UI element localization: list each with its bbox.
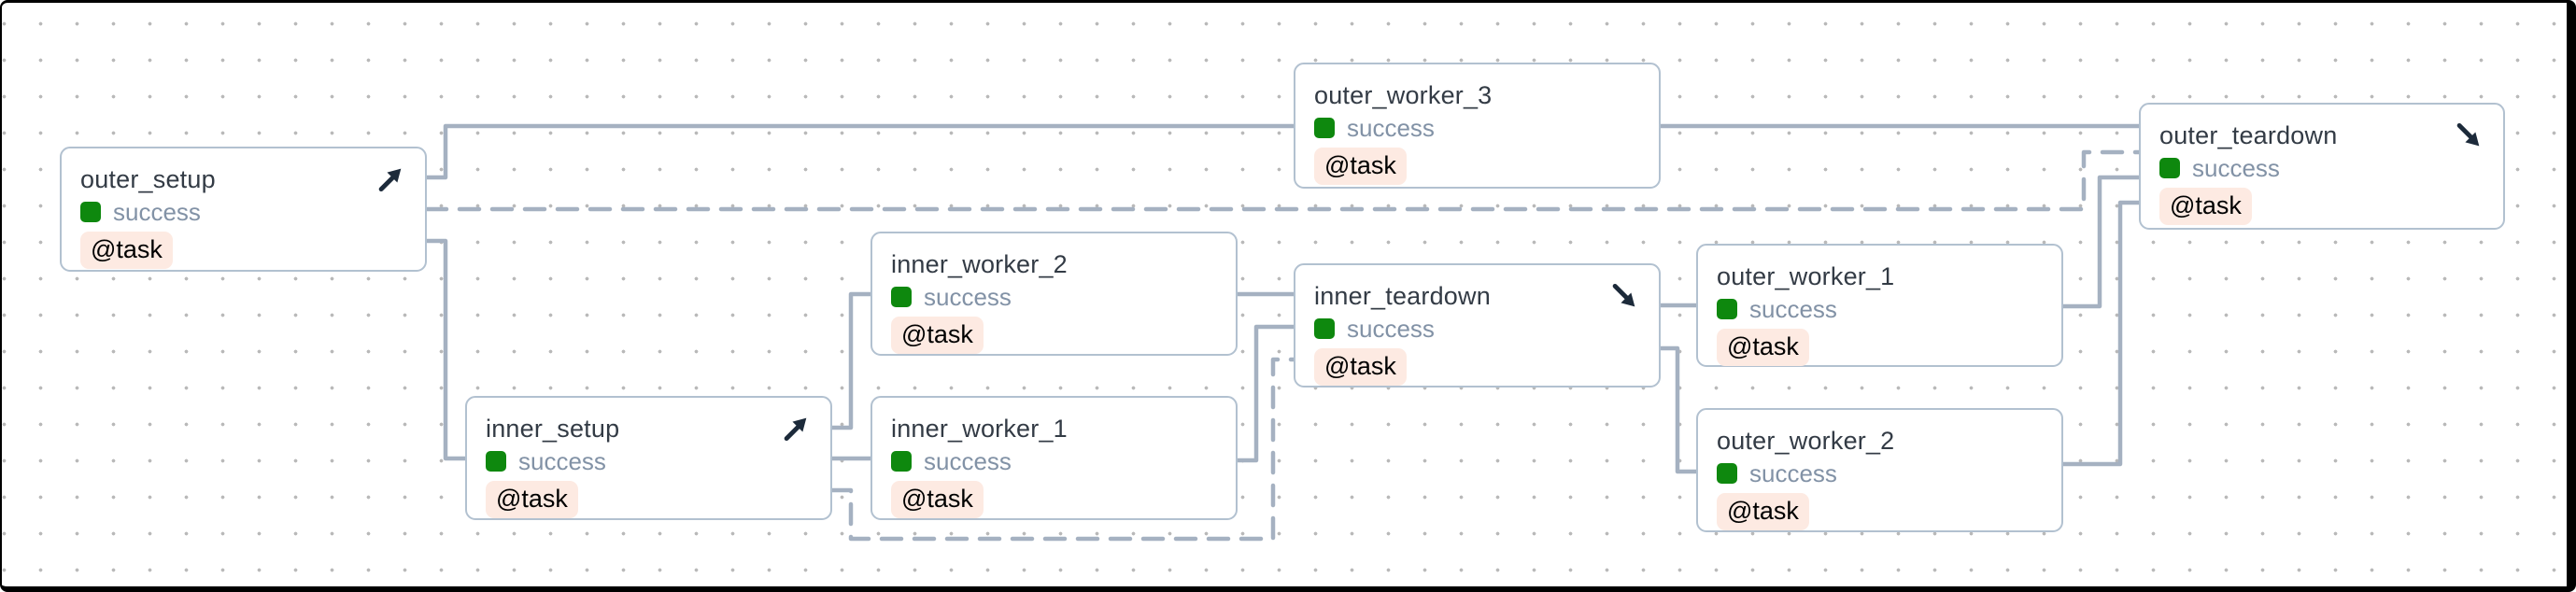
task-name: outer_worker_2 <box>1717 426 1895 455</box>
task-name: inner_teardown <box>1314 281 1491 310</box>
task-name: outer_teardown <box>2159 120 2338 149</box>
task-name: inner_setup <box>486 414 620 443</box>
operator-badge: @task <box>1717 329 1809 367</box>
status-badge: success <box>2159 154 2484 182</box>
edge-outer_setup-outer_worker_3 <box>427 123 1294 180</box>
status-badge: success <box>80 198 406 226</box>
status-label: success <box>2192 153 2280 182</box>
status-label: success <box>1347 113 1435 142</box>
teardown-arrow-icon <box>2453 120 2484 151</box>
operator-badge: @task <box>486 481 578 519</box>
operator-badge: @task <box>891 317 984 355</box>
status-color-swatch <box>1717 463 1737 484</box>
operator-badge: @task <box>80 232 173 270</box>
status-color-swatch <box>1314 318 1335 339</box>
edge-inner_setup-inner_worker_2 <box>832 291 870 430</box>
task-node-inner_worker_1[interactable]: inner_worker_1 success @task <box>870 396 1238 520</box>
status-color-swatch <box>1717 299 1737 319</box>
edge-inner_worker_1-inner_teardown <box>1238 324 1294 463</box>
teardown-arrow-icon <box>1608 280 1640 312</box>
task-node-inner_worker_2[interactable]: inner_worker_2 success @task <box>870 232 1238 356</box>
status-badge: success <box>1717 295 2043 323</box>
status-badge: success <box>891 283 1217 311</box>
operator-badge: @task <box>1717 493 1809 531</box>
status-badge: success <box>891 447 1217 475</box>
task-node-inner_setup[interactable]: inner_setup success @task <box>465 396 832 520</box>
status-color-swatch <box>891 451 912 472</box>
operator-badge: @task <box>891 481 984 519</box>
setup-arrow-icon <box>375 163 406 195</box>
status-label: success <box>1347 314 1435 343</box>
status-label: success <box>1749 458 1837 487</box>
status-badge: success <box>1314 315 1640 343</box>
task-name: outer_worker_3 <box>1314 80 1493 109</box>
status-badge: success <box>486 447 812 475</box>
status-label: success <box>518 446 606 475</box>
task-node-outer_setup[interactable]: outer_setup success @task <box>60 147 427 272</box>
edge-inner_setup-inner_teardown <box>829 357 1296 542</box>
operator-badge: @task <box>1314 348 1407 387</box>
task-name: outer_worker_1 <box>1717 261 1895 290</box>
status-color-swatch <box>2159 158 2180 178</box>
status-label: success <box>924 446 1012 475</box>
operator-badge: @task <box>1314 148 1407 186</box>
status-color-swatch <box>486 451 506 472</box>
task-name: inner_worker_1 <box>891 414 1068 443</box>
status-label: success <box>924 282 1012 311</box>
task-name: outer_setup <box>80 164 216 193</box>
status-label: success <box>1749 294 1837 323</box>
status-badge: success <box>1314 114 1640 142</box>
edge-inner_teardown-outer_worker_2 <box>1661 345 1696 474</box>
status-label: success <box>113 197 201 226</box>
task-node-outer_teardown[interactable]: outer_teardown success @task <box>2139 103 2505 230</box>
status-badge: success <box>1717 459 2043 487</box>
setup-arrow-icon <box>780 413 812 444</box>
edge-outer_setup-outer_teardown <box>424 149 2142 212</box>
edge-outer_worker_1-outer_teardown <box>2063 175 2139 309</box>
task-node-outer_worker_3[interactable]: outer_worker_3 success @task <box>1294 63 1661 189</box>
status-color-swatch <box>1314 118 1335 138</box>
operator-badge: @task <box>2159 188 2252 226</box>
task-node-outer_worker_1[interactable]: outer_worker_1 success @task <box>1696 244 2063 367</box>
status-color-swatch <box>80 202 101 222</box>
task-name: inner_worker_2 <box>891 249 1068 278</box>
status-color-swatch <box>891 287 912 307</box>
edge-outer_setup-inner_setup <box>427 238 465 461</box>
edge-outer_worker_2-outer_teardown <box>2063 200 2139 467</box>
task-node-inner_teardown[interactable]: inner_teardown success @task <box>1294 263 1661 388</box>
task-node-outer_worker_2[interactable]: outer_worker_2 success @task <box>1696 408 2063 532</box>
